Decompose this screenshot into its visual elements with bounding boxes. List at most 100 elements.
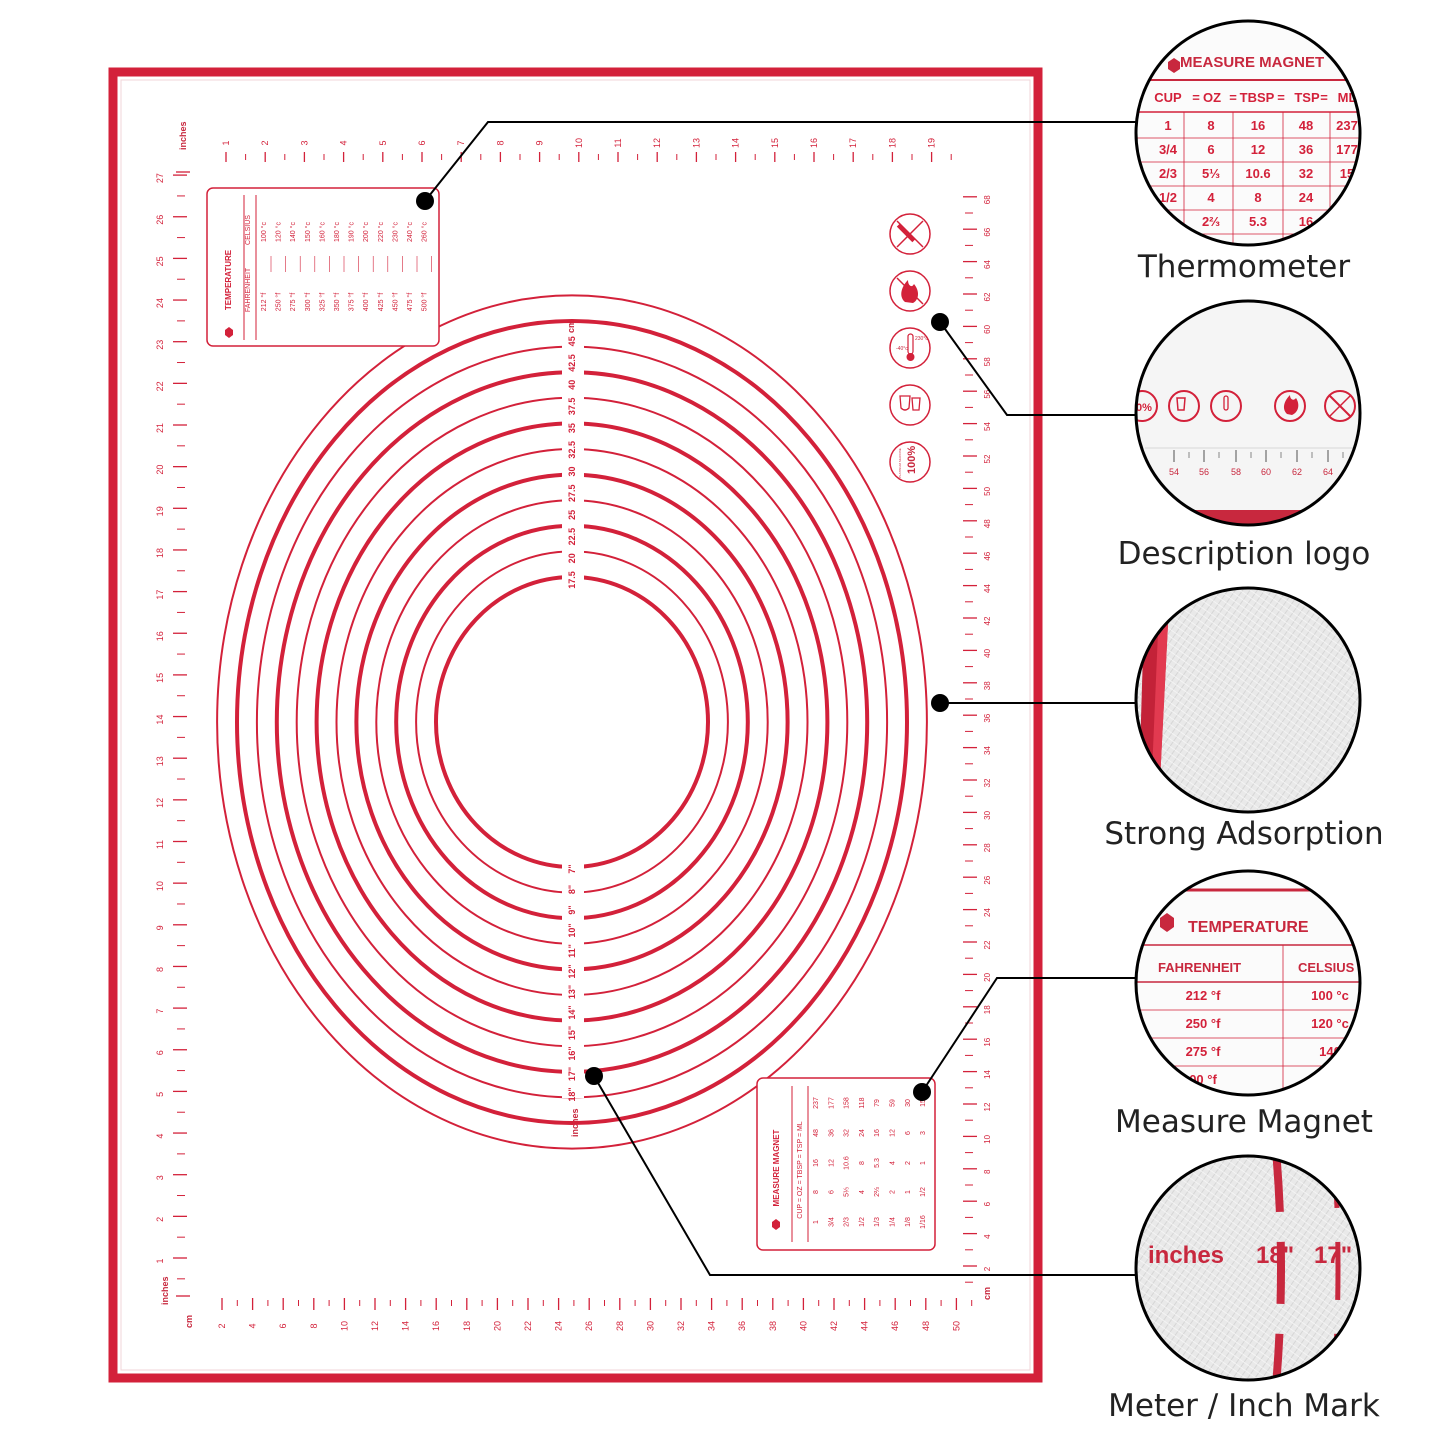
zoom-temp-header-f: FAHRENHEIT [1158, 960, 1241, 975]
temp-row-f: 450 °f [391, 293, 399, 311]
zoom-thermometer-icon [1210, 390, 1242, 422]
bottom-tick-label: 4 [248, 1323, 258, 1328]
zoom-measure-cell: 36 [1299, 142, 1313, 157]
left-tick-label: 20 [155, 465, 165, 475]
left-tick-label: 9 [155, 925, 165, 930]
anchor-measure [913, 1083, 931, 1101]
temp-row-f: 475 °f [406, 293, 414, 311]
measure-cell: 36 [828, 1129, 835, 1137]
temp-row-f: 212 °f [260, 293, 268, 311]
circle-cm-label: 45 [567, 336, 577, 346]
bottom-tick-label: 22 [523, 1321, 533, 1331]
anchor-adsorption [931, 694, 949, 712]
zoom-measure-cell: 5.3 [1249, 214, 1267, 229]
top-tick-label: 18 [887, 138, 897, 148]
bottom-tick-label: 6 [278, 1323, 288, 1328]
zoom-measure-cell: 6 [1207, 142, 1214, 157]
zoom-measure-cell: 8 [1207, 118, 1214, 133]
bottom-tick-label: 30 [645, 1321, 655, 1331]
zoom-mark-17: 17" [1314, 1242, 1352, 1269]
right-tick-label: 60 [983, 324, 992, 333]
measure-cell: 1/3 [874, 1217, 881, 1227]
top-tick-label: 15 [770, 138, 780, 148]
right-tick-label: 62 [983, 292, 992, 301]
temp-row-c: 190 °c [348, 222, 356, 242]
measure-cell: 30 [905, 1099, 912, 1107]
top-tick-label: 12 [652, 138, 662, 148]
zoom-fire-icon [1274, 390, 1306, 422]
right-tick-label: 8 [983, 1169, 992, 1174]
measure-cell: 8 [859, 1161, 866, 1165]
zoom-ruler-label: 54 [1169, 467, 1179, 477]
zoom-measure-cell: 237 [1336, 118, 1358, 133]
right-tick-label: 42 [983, 616, 992, 625]
top-tick-label: 19 [927, 138, 937, 148]
circle-inch-label: 12" [567, 964, 577, 978]
zoom-measure-header-cell: CUP [1154, 90, 1182, 105]
platinum-silicone-badge: 100% PLATINUM SILICONE [889, 441, 931, 483]
zoom-dishwasher-icon [1168, 390, 1200, 422]
measure-cell: 5⅓ [844, 1187, 851, 1197]
zoom-ruler-label: 56 [1199, 467, 1209, 477]
right-tick-label: 54 [983, 422, 992, 431]
bottom-tick-label: 20 [492, 1321, 502, 1331]
measure-cell: 158 [844, 1097, 851, 1109]
top-tick-label: 14 [731, 138, 741, 148]
right-tick-label: 12 [983, 1102, 992, 1111]
circle-inch-label: 17" [567, 1067, 577, 1081]
left-tick-label: 1 [155, 1258, 165, 1263]
right-tick-label: 30 [983, 810, 992, 819]
left-tick-label: 15 [155, 673, 165, 683]
circle-inch-label: 15" [567, 1026, 577, 1040]
measure-cell: 6 [905, 1131, 912, 1135]
temp-row-c: 260 °c [421, 222, 429, 242]
right-tick-label: 66 [983, 227, 992, 236]
bottom-tick-label: 40 [798, 1321, 808, 1331]
caption-strong-adsorption: Strong Adsorption [1104, 816, 1383, 852]
zoom-measure-cell: 2/3 [1159, 166, 1177, 181]
bottom-tick-label: 48 [921, 1321, 931, 1331]
zoom-measure-cell: 1/2 [1159, 190, 1177, 205]
circle-inch-label: 7" [567, 864, 577, 873]
measure-hex-icon [772, 1219, 780, 1230]
right-tick-label: 14 [983, 1070, 992, 1079]
measure-cell: 24 [859, 1129, 866, 1137]
circle-ring [235, 319, 909, 1125]
zoom-measure-header-cell: = [1192, 90, 1200, 105]
bottom-tick-label: 32 [676, 1321, 686, 1331]
temp-row-f: 300 °f [304, 293, 312, 311]
zoom-temp-row-c: 120 °c [1311, 1016, 1349, 1031]
description-logos: -40°c 230°c 100% PLATINUM SILICONE [889, 213, 931, 483]
zoom-glass-icon [1176, 397, 1186, 411]
circle-cm-label: 25 [567, 510, 577, 520]
left-tick-label: 8 [155, 967, 165, 972]
measure-cell: 48 [813, 1129, 820, 1137]
left-tick-label: 27 [155, 173, 165, 183]
left-tick-label: 21 [155, 423, 165, 433]
measure-cell: 59 [890, 1099, 897, 1107]
bottom-tick-label: 12 [370, 1321, 380, 1331]
circle-cm-label: 42.5 [567, 354, 577, 372]
measure-cell: 12 [828, 1159, 835, 1167]
temp-row-c: 120 °c [275, 222, 283, 242]
temp-title: TEMPERATURE [224, 249, 233, 310]
right-tick-label: 46 [983, 551, 992, 560]
top-tick-label: 16 [809, 138, 819, 148]
bottom-tick-label: 44 [860, 1321, 870, 1331]
zoom-strong-adsorption [1134, 586, 1362, 814]
right-tick-label: 38 [983, 681, 992, 690]
bottom-tick-label: 8 [309, 1323, 319, 1328]
circle-cm-label: 27.5 [567, 484, 577, 502]
measure-cell: 2 [890, 1190, 897, 1194]
top-tick-label: 7 [456, 140, 466, 145]
left-tick-label: 18 [155, 548, 165, 558]
left-tick-label: 5 [155, 1092, 165, 1097]
measure-cell: 1/8 [905, 1217, 912, 1227]
measure-cell: 4 [859, 1190, 866, 1194]
anchor-thermometer [416, 192, 434, 210]
anchor-mark [585, 1067, 603, 1085]
